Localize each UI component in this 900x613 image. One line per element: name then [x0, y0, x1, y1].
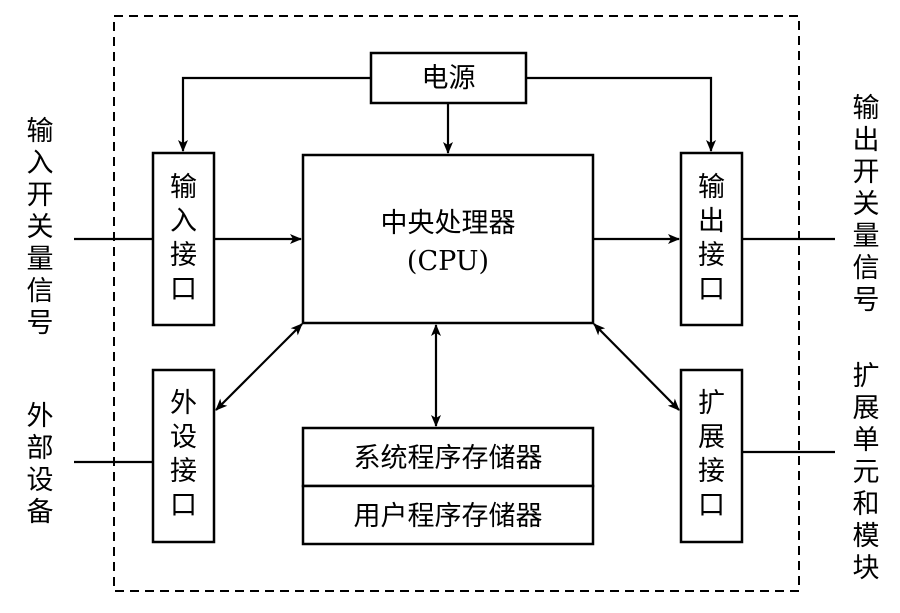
output-signal-label: 输出开关量信号: [853, 93, 880, 316]
input-interface-label: 输入接口: [170, 172, 197, 305]
power-to-output-arrow: [526, 76, 716, 152]
cpu-sublabel: (CPU): [407, 246, 489, 277]
user-memory-box: [301, 484, 595, 546]
input-interface-box: [151, 151, 216, 327]
peripheral-interface-box: [151, 368, 216, 544]
expansion-module-label: 扩展单元和模块: [853, 361, 880, 584]
system-memory-box: [301, 426, 595, 488]
input-signal-label: 输入开关量信号: [27, 116, 54, 339]
user-memory-label: 用户程序存储器: [354, 501, 543, 532]
expansion-interface-box: [679, 368, 744, 544]
system-memory-label: 系统程序存储器: [354, 443, 543, 474]
power-label: 电源: [422, 63, 476, 94]
peripheral-interface-label: 外设接口: [170, 388, 197, 521]
power-to-input-arrow: [178, 76, 371, 152]
expansion-interface-label: 扩展接口: [698, 388, 725, 521]
output-interface-box: [679, 151, 744, 327]
external-device-label: 外部设备: [27, 401, 54, 528]
cpu-expansion-arrow: [593, 323, 680, 411]
cpu-box: [301, 153, 595, 325]
output-interface-label: 输出接口: [698, 172, 725, 305]
cpu-label: 中央处理器: [381, 208, 516, 239]
cpu-peripheral-arrow: [215, 323, 303, 411]
